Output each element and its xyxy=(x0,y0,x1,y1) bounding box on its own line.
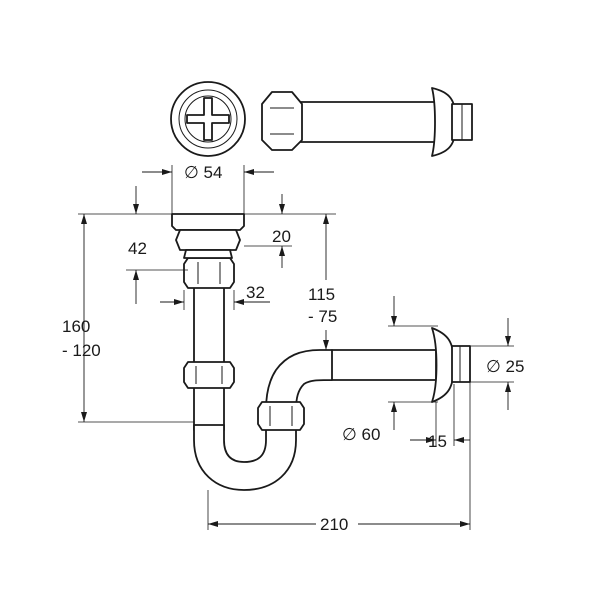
top-diameter-label: ∅ 54 xyxy=(184,163,222,182)
trap-height-bottom-label: - 120 xyxy=(62,341,101,360)
rosette-depth-label: 15 xyxy=(428,432,447,451)
trap-height-top-label: 160 xyxy=(62,317,90,336)
top-view-drain-inner xyxy=(178,89,238,149)
outlet-height-top-label: 115 xyxy=(308,285,335,304)
tailpiece-middle-nut xyxy=(183,361,235,389)
tailpiece-offset-label: 42 xyxy=(128,239,147,258)
top-view-nut xyxy=(261,91,303,151)
flange-height-label: 20 xyxy=(272,227,291,246)
tailpiece xyxy=(193,279,225,431)
drain-flange xyxy=(171,213,245,231)
top-view-grate-icon xyxy=(186,97,230,141)
dimensions: ∅ 54 42 20 32 160 - 120 xyxy=(62,163,524,534)
drain-lower-ring xyxy=(183,249,233,259)
outlet-bend xyxy=(265,349,333,411)
top-view-rosette xyxy=(431,87,457,157)
tailpiece-upper-nut xyxy=(183,257,235,289)
nut-gap-label: 32 xyxy=(246,283,265,302)
wall-stub xyxy=(451,345,471,383)
drain-body xyxy=(175,229,241,251)
top-view-pipe xyxy=(295,101,441,143)
top-view xyxy=(170,81,473,157)
outlet-height-bottom-label: - 75 xyxy=(308,307,337,326)
rosette xyxy=(431,327,455,403)
trap-outlet-nut xyxy=(257,401,305,431)
trap-u-bend xyxy=(193,419,297,491)
total-width-label: 210 xyxy=(320,515,348,534)
wall-pipe-diameter-label: ∅ 25 xyxy=(486,357,524,376)
side-view xyxy=(171,213,471,491)
trap-diameter-label: ∅ 60 xyxy=(342,425,380,444)
